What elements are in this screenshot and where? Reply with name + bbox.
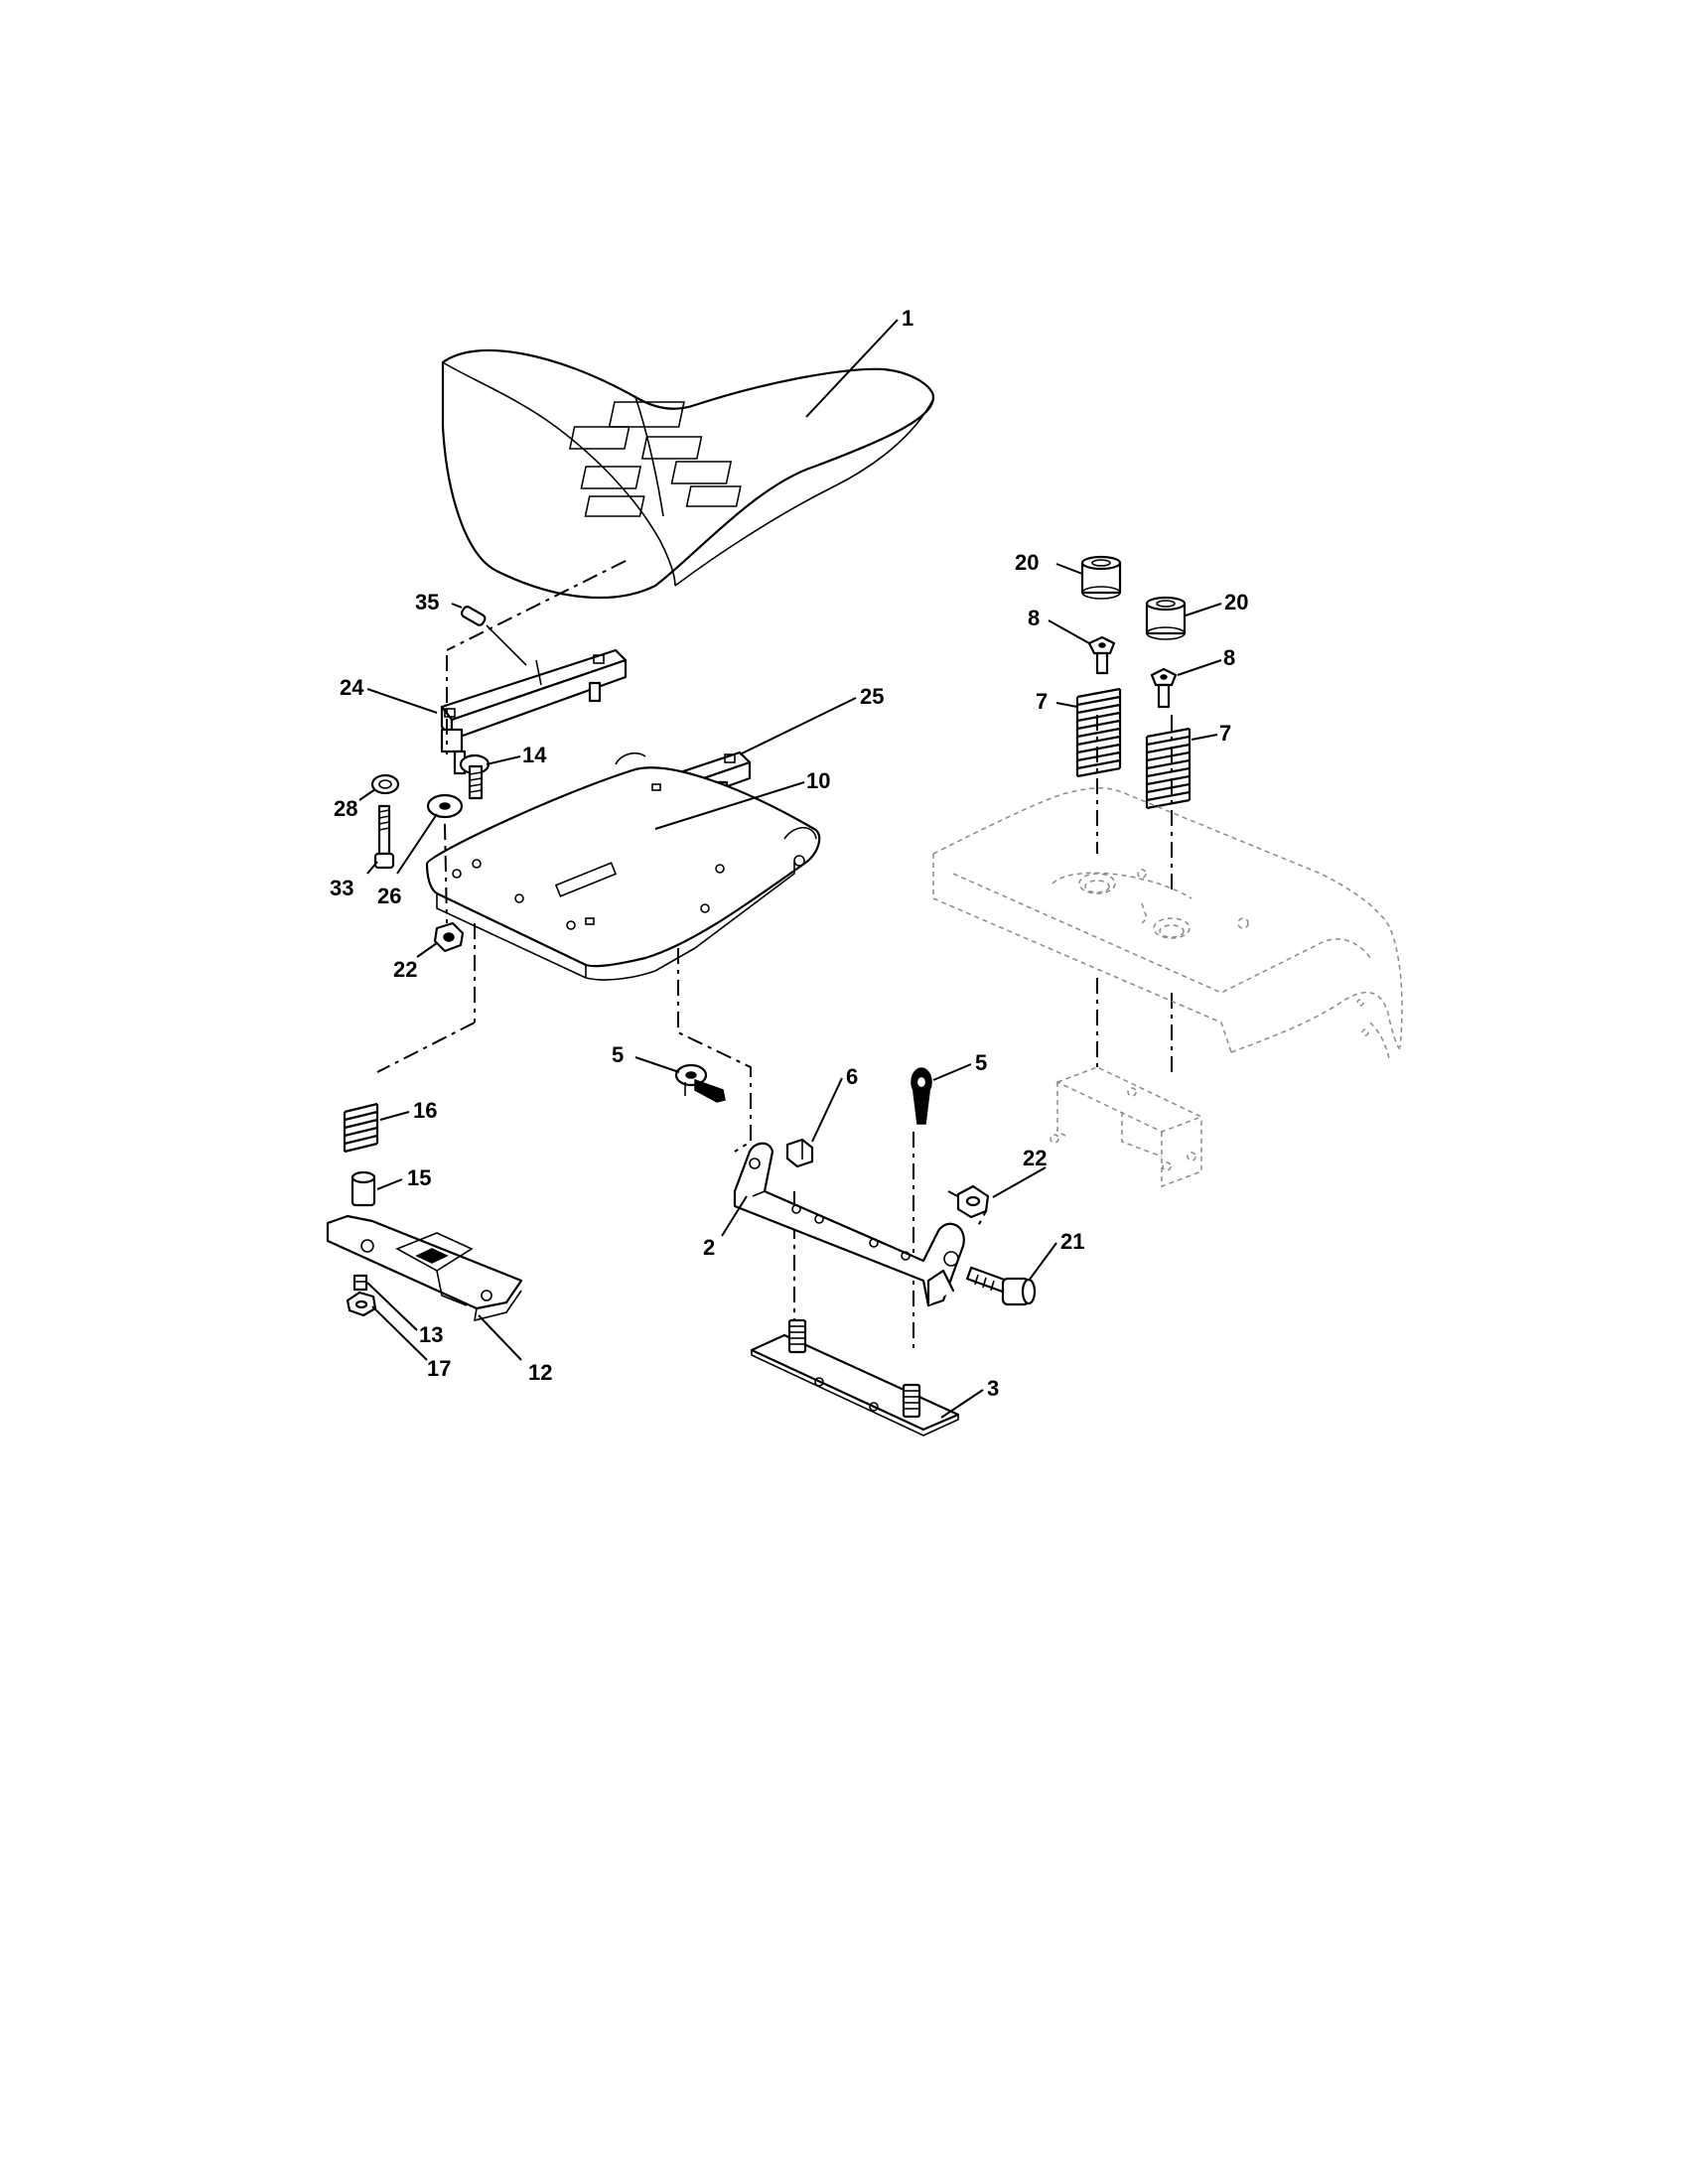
seat-pan-part — [425, 752, 821, 981]
flat-washer-part — [426, 793, 464, 819]
callout-26: 26 — [377, 884, 401, 908]
callout-2: 2 — [703, 1235, 715, 1260]
callout-5-right: 5 — [975, 1050, 987, 1075]
spring-screw-left-part — [1087, 635, 1116, 675]
adjustment-plate-part — [326, 1214, 523, 1322]
callout-6: 6 — [846, 1064, 858, 1089]
pivot-bolt-part — [965, 1266, 1037, 1306]
spacer-part — [351, 1170, 376, 1207]
seat-slide-rail-left-part — [440, 648, 628, 775]
bushing-right-part — [1145, 596, 1187, 640]
callout-22-right: 22 — [1023, 1146, 1047, 1170]
callout-22-left: 22 — [393, 957, 417, 982]
callout-8-left: 8 — [1028, 606, 1040, 630]
hex-nut-part — [785, 1138, 814, 1168]
hex-lock-nut-left-part — [433, 921, 465, 953]
compression-spring-part — [343, 1102, 379, 1154]
callout-35: 35 — [415, 590, 439, 614]
nut-part — [346, 1291, 377, 1317]
callout-14: 14 — [522, 743, 547, 767]
callout-1: 1 — [902, 306, 913, 331]
hex-lock-nut-right-part — [956, 1184, 990, 1219]
shoulder-bolt-part — [373, 804, 395, 870]
callout-15: 15 — [407, 1165, 431, 1190]
callout-25: 25 — [860, 684, 884, 709]
callout-20-right: 20 — [1224, 590, 1248, 614]
callout-21: 21 — [1060, 1229, 1084, 1254]
fender-frame-phantom — [932, 787, 1403, 1188]
seat-switch-pin-part — [460, 606, 527, 666]
callout-17: 17 — [427, 1356, 451, 1381]
bushing-left-part — [1080, 555, 1122, 600]
callout-7-right: 7 — [1219, 721, 1231, 746]
callout-13: 13 — [419, 1322, 443, 1347]
leader-lines — [358, 319, 1222, 1419]
callout-3: 3 — [987, 1376, 999, 1401]
callout-20-left: 20 — [1015, 550, 1039, 575]
seat-spring-left-part — [1075, 687, 1122, 778]
seat-adjust-clip-right-part — [911, 1067, 932, 1125]
callout-28: 28 — [334, 796, 357, 821]
lock-washer-part — [370, 773, 400, 795]
callout-5-left: 5 — [612, 1042, 624, 1067]
seat-bracket-part — [733, 1142, 965, 1307]
carriage-bolt-part — [459, 753, 491, 800]
seat-adjust-clip-left-part — [674, 1063, 726, 1103]
callout-12: 12 — [528, 1360, 552, 1385]
seat-spring-right-part — [1145, 727, 1192, 810]
seat-part — [441, 348, 935, 600]
callout-8-right: 8 — [1223, 645, 1235, 670]
washer-part — [352, 1274, 368, 1292]
callout-10: 10 — [806, 768, 830, 793]
spring-screw-right-part — [1150, 667, 1178, 709]
mounting-plate-part — [750, 1318, 960, 1436]
callout-33: 33 — [330, 876, 353, 900]
callout-24: 24 — [340, 675, 364, 700]
callout-labels: 1 20 20 8 8 7 7 35 24 25 14 10 28 33 26 … — [330, 306, 1248, 1401]
assembly-center-lines — [376, 560, 1173, 1350]
callout-16: 16 — [413, 1098, 437, 1123]
callout-7-left: 7 — [1036, 689, 1048, 714]
